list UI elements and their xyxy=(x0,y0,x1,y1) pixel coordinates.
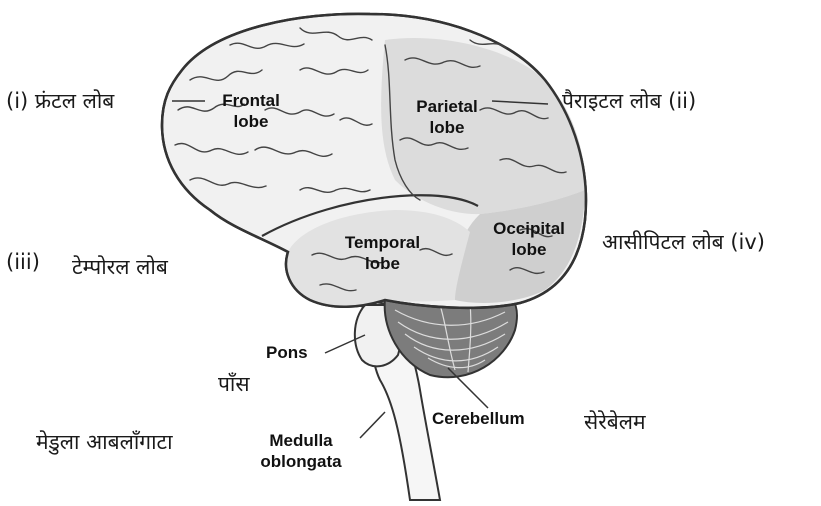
eng-occipital-lobe: Occipital lobe xyxy=(474,218,584,260)
eng-frontal-lobe: Frontal lobe xyxy=(206,90,296,132)
eng-medulla-line1: Medulla xyxy=(246,430,356,451)
hindi-temporal-lobe: टेम्पोरल लोब xyxy=(72,253,168,281)
roman-i: (i) xyxy=(6,89,28,113)
hindi-occipital-lobe: आसीपिटल लोब xyxy=(602,230,724,254)
eng-temporal-line1: Temporal xyxy=(325,232,440,253)
eng-medulla-oblongata: Medulla oblongata xyxy=(246,430,356,472)
eng-occipital-line2: lobe xyxy=(474,239,584,260)
eng-frontal-line2: lobe xyxy=(206,111,296,132)
roman-ii: (ii) xyxy=(668,89,696,113)
hindi-medulla-oblongata: मेडुला आबलॉंगाटा xyxy=(36,428,173,456)
label-iv: आसीपिटल लोब (iv) xyxy=(602,228,765,256)
eng-parietal-line2: lobe xyxy=(402,117,492,138)
label-ii: पैराइटल लोब (ii) xyxy=(562,87,696,115)
roman-iv: (iv) xyxy=(730,230,765,254)
hindi-pons: पॉंस xyxy=(218,370,250,398)
eng-frontal-line1: Frontal xyxy=(206,90,296,111)
label-i: (i) फ्रंटल लोब xyxy=(6,87,114,115)
roman-iii: (iii) xyxy=(6,250,40,274)
hindi-cerebellum: सेरेबेलम xyxy=(584,408,646,436)
leader-medulla xyxy=(360,412,385,438)
eng-occipital-line1: Occipital xyxy=(474,218,584,239)
eng-temporal-line2: lobe xyxy=(325,253,440,274)
eng-parietal-line1: Parietal xyxy=(402,96,492,117)
eng-temporal-lobe: Temporal lobe xyxy=(325,232,440,274)
hindi-frontal-lobe: फ्रंटल लोब xyxy=(35,89,114,113)
eng-medulla-line2: oblongata xyxy=(246,451,356,472)
eng-parietal-lobe: Parietal lobe xyxy=(402,96,492,138)
hindi-parietal-lobe: पैराइटल लोब xyxy=(562,89,661,113)
eng-cerebellum: Cerebellum xyxy=(432,408,525,429)
eng-pons: Pons xyxy=(266,342,308,363)
